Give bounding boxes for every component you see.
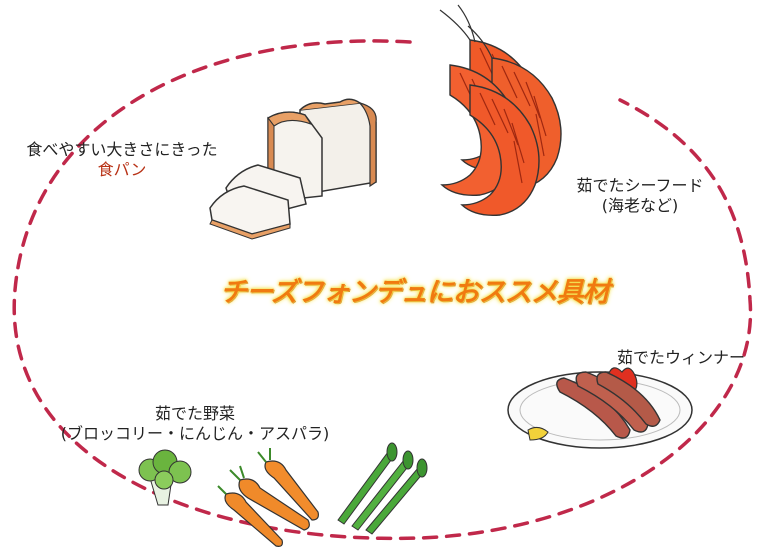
bread-icon: [209, 98, 377, 240]
sausage-plate-icon: [507, 367, 693, 449]
dashed-oval-outline: [12, 39, 753, 541]
bread-label-line2: 食パン: [97, 160, 147, 179]
page-title: チーズフォンデュにおススメ具材: [220, 277, 610, 308]
vegetables-label: 茹でた野菜 (ブロッコリー・にんじん・アスパラ): [40, 404, 350, 444]
sausage-label: 茹でたウィンナー: [598, 348, 764, 368]
shrimp-icon: [439, 4, 562, 216]
carrot-icon: [217, 448, 319, 547]
vegetables-label-line2: (ブロッコリー・にんじん・アスパラ): [60, 424, 330, 443]
bread-label: 食べやすい大きさにきった 食パン: [2, 140, 242, 180]
asparagus-icon: [337, 442, 428, 535]
seafood-label-line1: 茹でたシーフード: [576, 176, 704, 195]
broccoli-icon: [138, 449, 192, 506]
seafood-label-line2: (海老など): [601, 196, 679, 215]
bread-label-line1: 食べやすい大きさにきった: [26, 140, 218, 159]
sausage-label-line1: 茹でたウィンナー: [616, 348, 745, 367]
seafood-label: 茹でたシーフード (海老など): [555, 176, 725, 216]
vegetables-label-line1: 茹でた野菜: [154, 404, 235, 423]
